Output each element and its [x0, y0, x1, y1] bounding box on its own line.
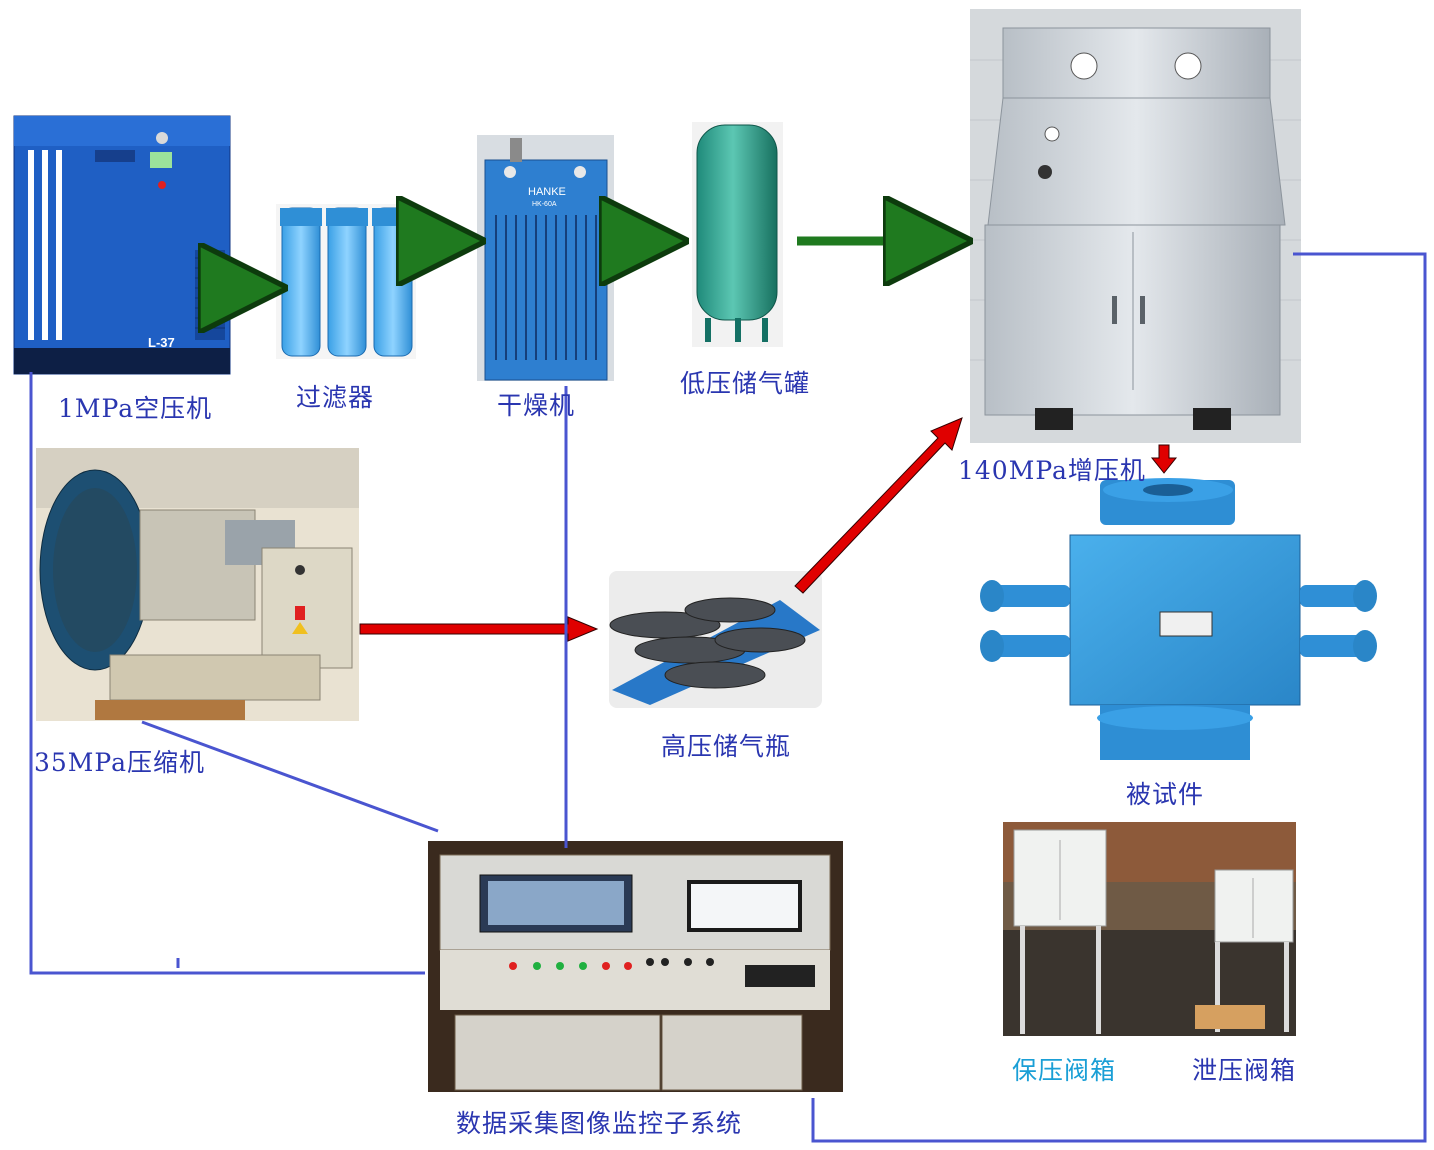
dryer-model-text: HK-60A — [532, 201, 557, 208]
label-air-compressor: 1MPa空压机 — [58, 394, 213, 423]
signal-lines — [29, 252, 1427, 1143]
signal-line-compressor35 — [141, 720, 439, 833]
label-test-piece: 被试件 — [1126, 780, 1205, 809]
arrow-bottle-to-booster — [794, 417, 963, 594]
signal-line-air-compressor — [29, 372, 425, 975]
label-release-valve-box: 泄压阀箱 — [1192, 1056, 1297, 1085]
signal-line-booster — [811, 252, 1427, 1143]
dryer-brand-text: HANKE — [528, 186, 566, 198]
high-pressure-bottle-image — [609, 571, 822, 708]
compressor-model-text: L-37 — [148, 335, 175, 350]
dryer-image: HANKE HK-60A — [477, 135, 614, 381]
valve-boxes-image — [1003, 822, 1296, 1036]
arrow-compressor35-to-bottle — [359, 616, 599, 642]
data-system-console-image — [428, 841, 843, 1092]
label-low-pressure-tank: 低压储气罐 — [680, 369, 811, 398]
air-compressor-image: L-37 — [13, 115, 231, 375]
test-piece-image — [980, 478, 1377, 760]
low-pressure-tank-image — [692, 122, 783, 347]
compressor-35mpa-image — [36, 448, 359, 721]
label-hold-pressure-valve-box: 保压阀箱 — [1012, 1056, 1117, 1085]
low-pressure-flow — [222, 241, 955, 288]
filter-image — [276, 204, 416, 359]
booster-image — [970, 9, 1301, 443]
high-pressure-flow — [359, 417, 1178, 642]
label-booster: 140MPa增压机 — [958, 456, 1146, 485]
label-high-pressure-bottle: 高压储气瓶 — [661, 732, 792, 761]
label-data-system: 数据采集图像监控子系统 — [456, 1109, 743, 1138]
label-dryer: 干燥机 — [497, 391, 576, 420]
label-filter: 过滤器 — [296, 383, 375, 412]
label-compressor-35: 35MPa压缩机 — [34, 748, 206, 777]
arrow-booster-to-test-piece — [1150, 444, 1178, 474]
